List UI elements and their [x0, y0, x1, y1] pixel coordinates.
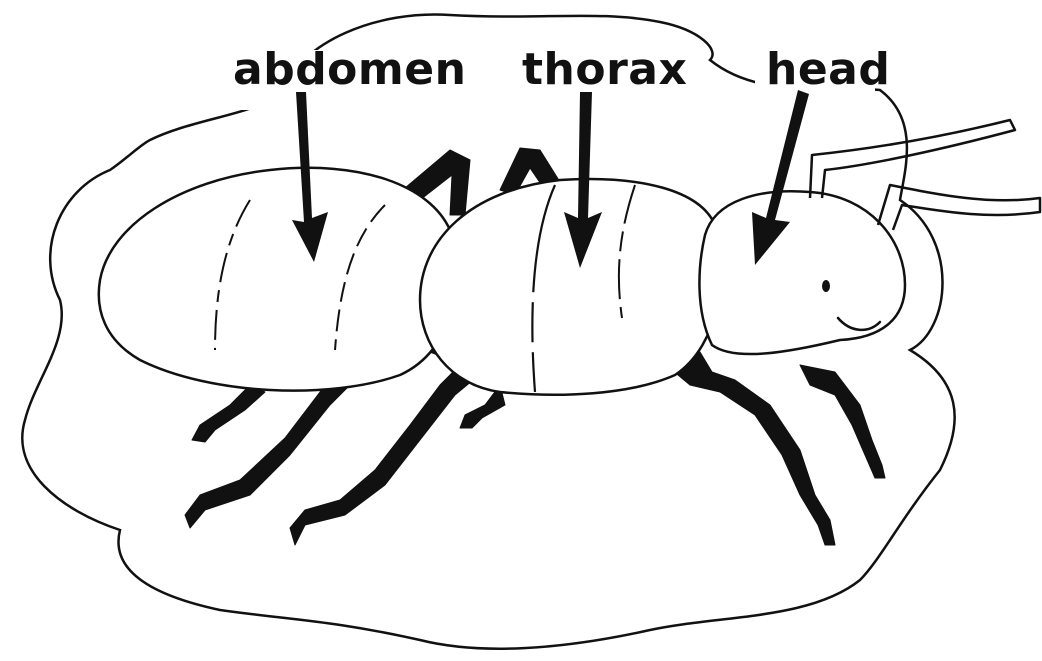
abdomen-segment	[99, 168, 456, 391]
leg-far-rear	[192, 385, 265, 442]
label-abdomen: abdomen	[233, 44, 466, 95]
label-head: head	[766, 44, 890, 95]
eye	[822, 280, 830, 292]
label-thorax: thorax	[522, 44, 687, 95]
leg-far-front	[800, 365, 885, 478]
antenna-1	[810, 120, 1015, 198]
head-segment	[699, 191, 905, 354]
